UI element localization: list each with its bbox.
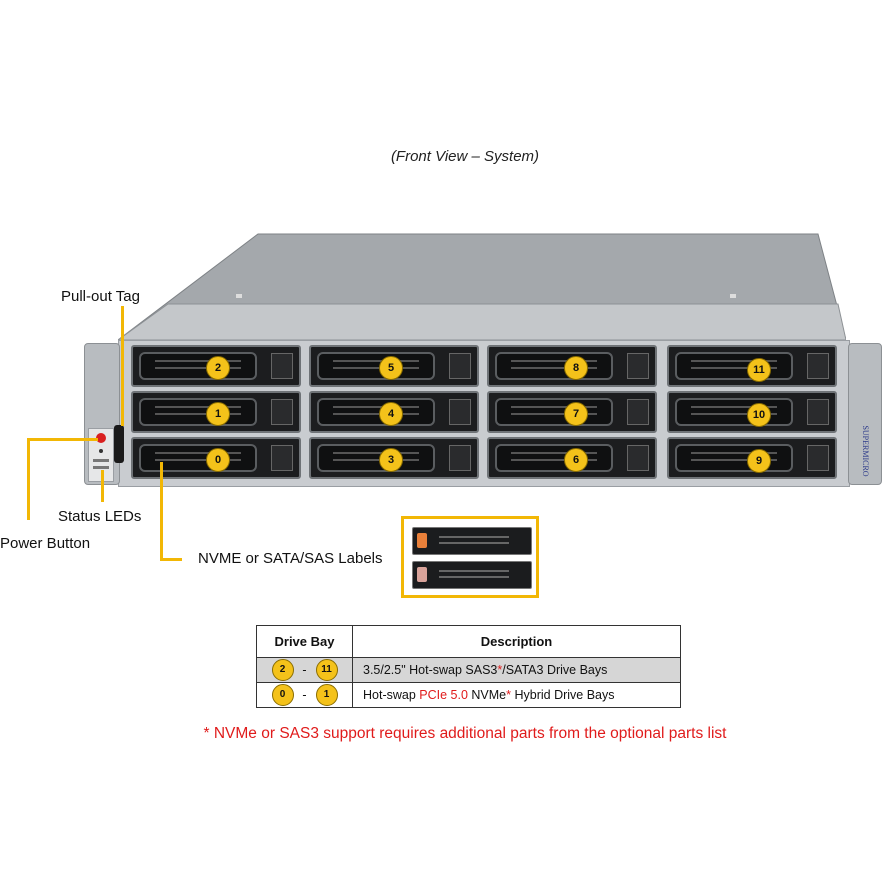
status-led-icon xyxy=(93,459,109,462)
table-header: Description xyxy=(352,625,681,658)
drive-label-legend xyxy=(401,516,539,598)
nvme-label-tag xyxy=(417,533,427,548)
drive-bay-6[interactable]: 6 xyxy=(487,437,657,479)
bay-number-badge: 6 xyxy=(564,448,588,472)
drive-bay-8[interactable]: 8 xyxy=(487,345,657,387)
bay-number-badge: 4 xyxy=(379,402,403,426)
pull-out-tag[interactable] xyxy=(114,425,124,463)
bay-number-badge: 11 xyxy=(747,358,771,382)
drive-bay-3[interactable]: 3 xyxy=(309,437,479,479)
sata-sas-label-drive xyxy=(412,561,532,589)
nvme-label-drive xyxy=(412,527,532,555)
sata-sas-label-tag xyxy=(417,567,427,582)
table-cell-description: Hot-swap PCIe 5.0 NVMe* Hybrid Drive Bay… xyxy=(352,682,681,708)
drive-labels-leader xyxy=(160,462,163,560)
bay-number-badge: 0 xyxy=(206,448,230,472)
chassis-front: 2 5 8 11 1 4 7 10 0 3 6 9 xyxy=(118,340,850,487)
bay-number-badge: 5 xyxy=(379,356,403,380)
status-leds-label: Status LEDs xyxy=(58,508,142,525)
right-rack-ear xyxy=(848,343,882,485)
bay-number-badge: 3 xyxy=(379,448,403,472)
drive-bay-7[interactable]: 7 xyxy=(487,391,657,433)
bay-number-badge: 8 xyxy=(564,356,588,380)
status-led-icon xyxy=(93,466,109,469)
drive-bay-10[interactable]: 10 xyxy=(667,391,837,433)
drive-bay-2[interactable]: 2 xyxy=(131,345,301,387)
pull-out-tag-leader xyxy=(121,306,124,426)
power-button-leader xyxy=(27,438,30,520)
drive-labels-leader xyxy=(160,558,182,561)
drive-bay-9[interactable]: 9 xyxy=(667,437,837,479)
drive-bay-1[interactable]: 1 xyxy=(131,391,301,433)
table-header: Drive Bay xyxy=(256,625,353,658)
power-button-label: Power Button xyxy=(0,535,91,552)
bay-number-badge: 1 xyxy=(315,684,338,706)
bay-number-badge: 11 xyxy=(315,659,338,681)
status-leds-leader xyxy=(101,470,104,502)
chassis-top-panel xyxy=(118,233,846,341)
bay-number-badge: 0 xyxy=(271,684,294,706)
status-led-icon xyxy=(99,449,103,453)
brand-logo: SUPERMICRO xyxy=(861,425,870,477)
power-button-leader xyxy=(27,438,98,441)
table-row: 2-11 3.5/2.5" Hot-swap SAS3*/SATA3 Drive… xyxy=(256,657,681,683)
drive-labels-label: NVME or SATA/SAS Labels xyxy=(198,550,383,567)
bay-number-badge: 9 xyxy=(747,449,771,473)
drive-bay-table: Drive Bay Description 2-11 3.5/2.5" Hot-… xyxy=(256,625,681,708)
figure-caption: (Front View – System) xyxy=(390,148,540,165)
bay-number-badge: 7 xyxy=(564,402,588,426)
drive-bay-11[interactable]: 11 xyxy=(667,345,837,387)
table-cell-description: 3.5/2.5" Hot-swap SAS3*/SATA3 Drive Bays xyxy=(352,657,681,683)
bay-number-badge: 2 xyxy=(271,659,294,681)
drive-bay-0[interactable]: 0 xyxy=(131,437,301,479)
bay-number-badge: 10 xyxy=(747,403,771,427)
footnote: * NVMe or SAS3 support requires addition… xyxy=(203,725,727,742)
power-button-icon[interactable] xyxy=(96,433,106,443)
table-row: 0-1 Hot-swap PCIe 5.0 NVMe* Hybrid Drive… xyxy=(256,682,681,708)
drive-bay-5[interactable]: 5 xyxy=(309,345,479,387)
bay-number-badge: 2 xyxy=(206,356,230,380)
bay-number-badge: 1 xyxy=(206,402,230,426)
pull-out-tag-label: Pull-out Tag xyxy=(61,288,140,305)
drive-bay-4[interactable]: 4 xyxy=(309,391,479,433)
